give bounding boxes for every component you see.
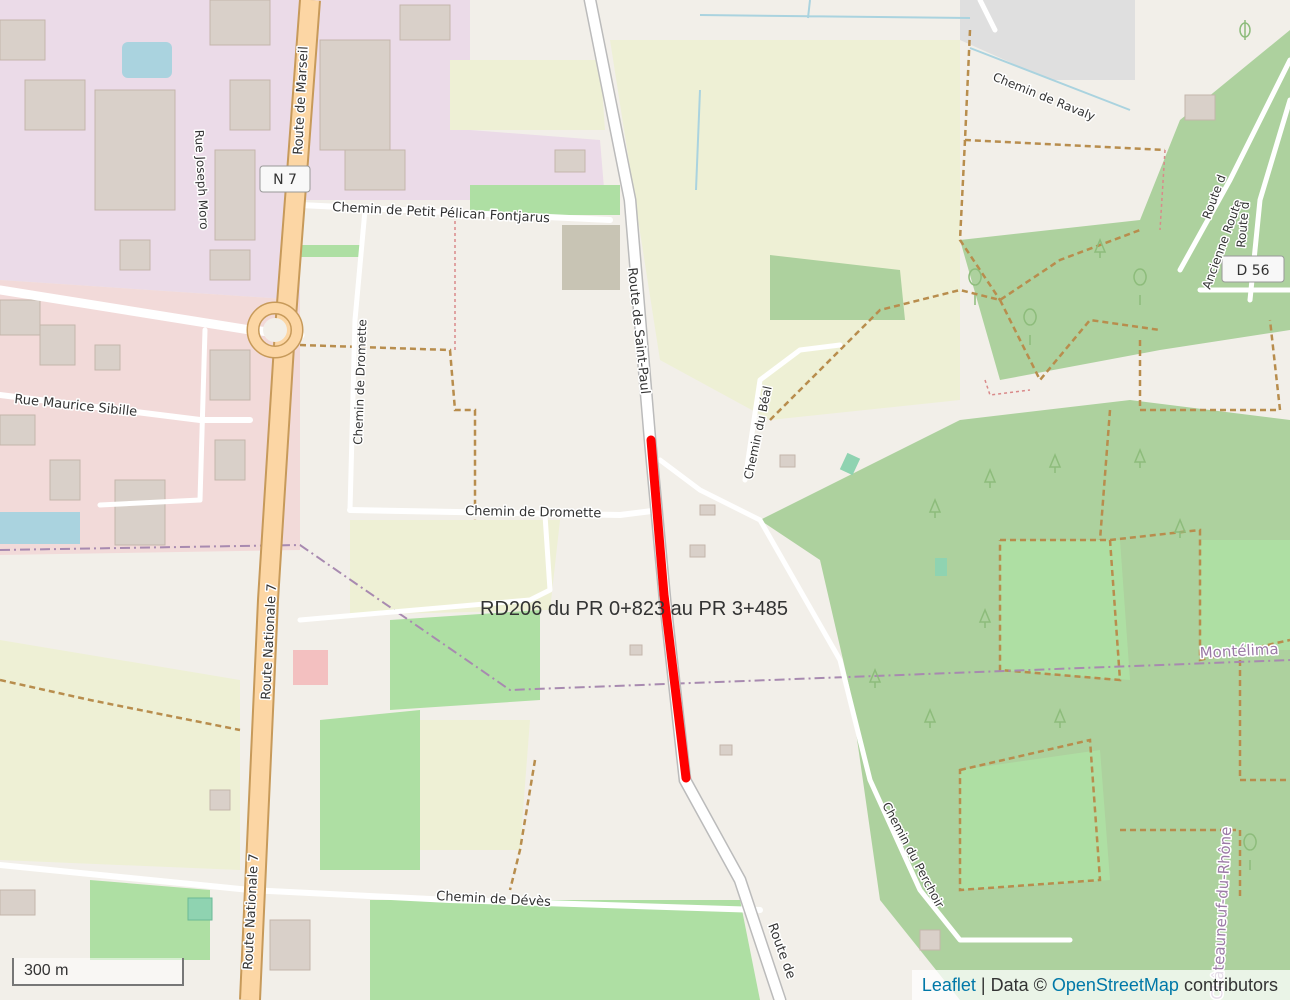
roundabout-center — [263, 318, 287, 342]
tracks — [0, 29, 1290, 900]
gravel-area — [562, 225, 620, 290]
forest-east — [760, 400, 1290, 1000]
roundabout[interactable] — [248, 303, 302, 357]
pool-2 — [935, 558, 947, 576]
vineyard-strip — [300, 245, 360, 257]
d56-shield: D 56 — [1221, 255, 1285, 283]
label-route-de-marseille: Route de Marseil — [291, 46, 312, 155]
label-route-d-right: Route d — [1234, 201, 1252, 248]
leaflet-link[interactable]: Leaflet — [921, 975, 976, 995]
minor-roads — [0, 0, 1290, 943]
meadow-4 — [0, 640, 240, 870]
vineyard-south-3 — [370, 900, 760, 1000]
label-montelimar: Montélima — [1199, 640, 1279, 662]
route-section-label: RD206 du PR 0+823 au PR 3+485 — [480, 598, 788, 620]
meadow-1 — [450, 60, 605, 130]
pool-1 — [839, 452, 861, 476]
vineyard-north — [470, 185, 620, 215]
n7-shield: N 7 — [259, 165, 311, 193]
stream-2 — [699, 0, 1131, 111]
forest-small — [770, 255, 905, 320]
tree-symbols — [868, 20, 1257, 870]
openstreetmap-link[interactable]: OpenStreetMap — [1051, 975, 1179, 995]
pink-lot — [293, 650, 328, 685]
commune-boundary — [0, 543, 1290, 692]
vineyard-south-2 — [320, 710, 420, 870]
label-chemin-de-dromette-vertical: Chemin de Dromette — [351, 319, 369, 445]
vineyard-east-1 — [1000, 540, 1130, 680]
industrial-grey-northeast — [960, 0, 1135, 80]
water-basin — [122, 42, 172, 78]
meadow-3 — [350, 520, 560, 615]
meadow-5 — [420, 720, 530, 850]
label-rue-joseph-moro: Rue Joseph Moro — [192, 129, 211, 229]
water-pools — [0, 512, 80, 544]
vineyard-east-3 — [960, 750, 1110, 890]
scale-label: 300 m — [24, 962, 69, 979]
svg-text:N 7: N 7 — [273, 172, 297, 188]
vineyard-east-2 — [1200, 540, 1290, 650]
vineyard-southwest — [90, 880, 210, 960]
sports-pitch — [187, 897, 213, 921]
attribution-contributors: contributors — [1178, 975, 1278, 995]
scale-bar: 300 m — [12, 958, 184, 986]
attribution-separator: | Data © — [975, 975, 1052, 995]
svg-text:D 56: D 56 — [1236, 263, 1269, 279]
rd206-highlight[interactable] — [646, 435, 691, 783]
stream-1 — [695, 89, 701, 191]
attribution: Leaflet | Data © OpenStreetMap contribut… — [911, 970, 1290, 1000]
admin-boundaries — [454, 149, 1166, 396]
buildings — [0, 0, 1216, 971]
label-chemin-de-dromette: Chemin de Dromette — [465, 504, 601, 521]
